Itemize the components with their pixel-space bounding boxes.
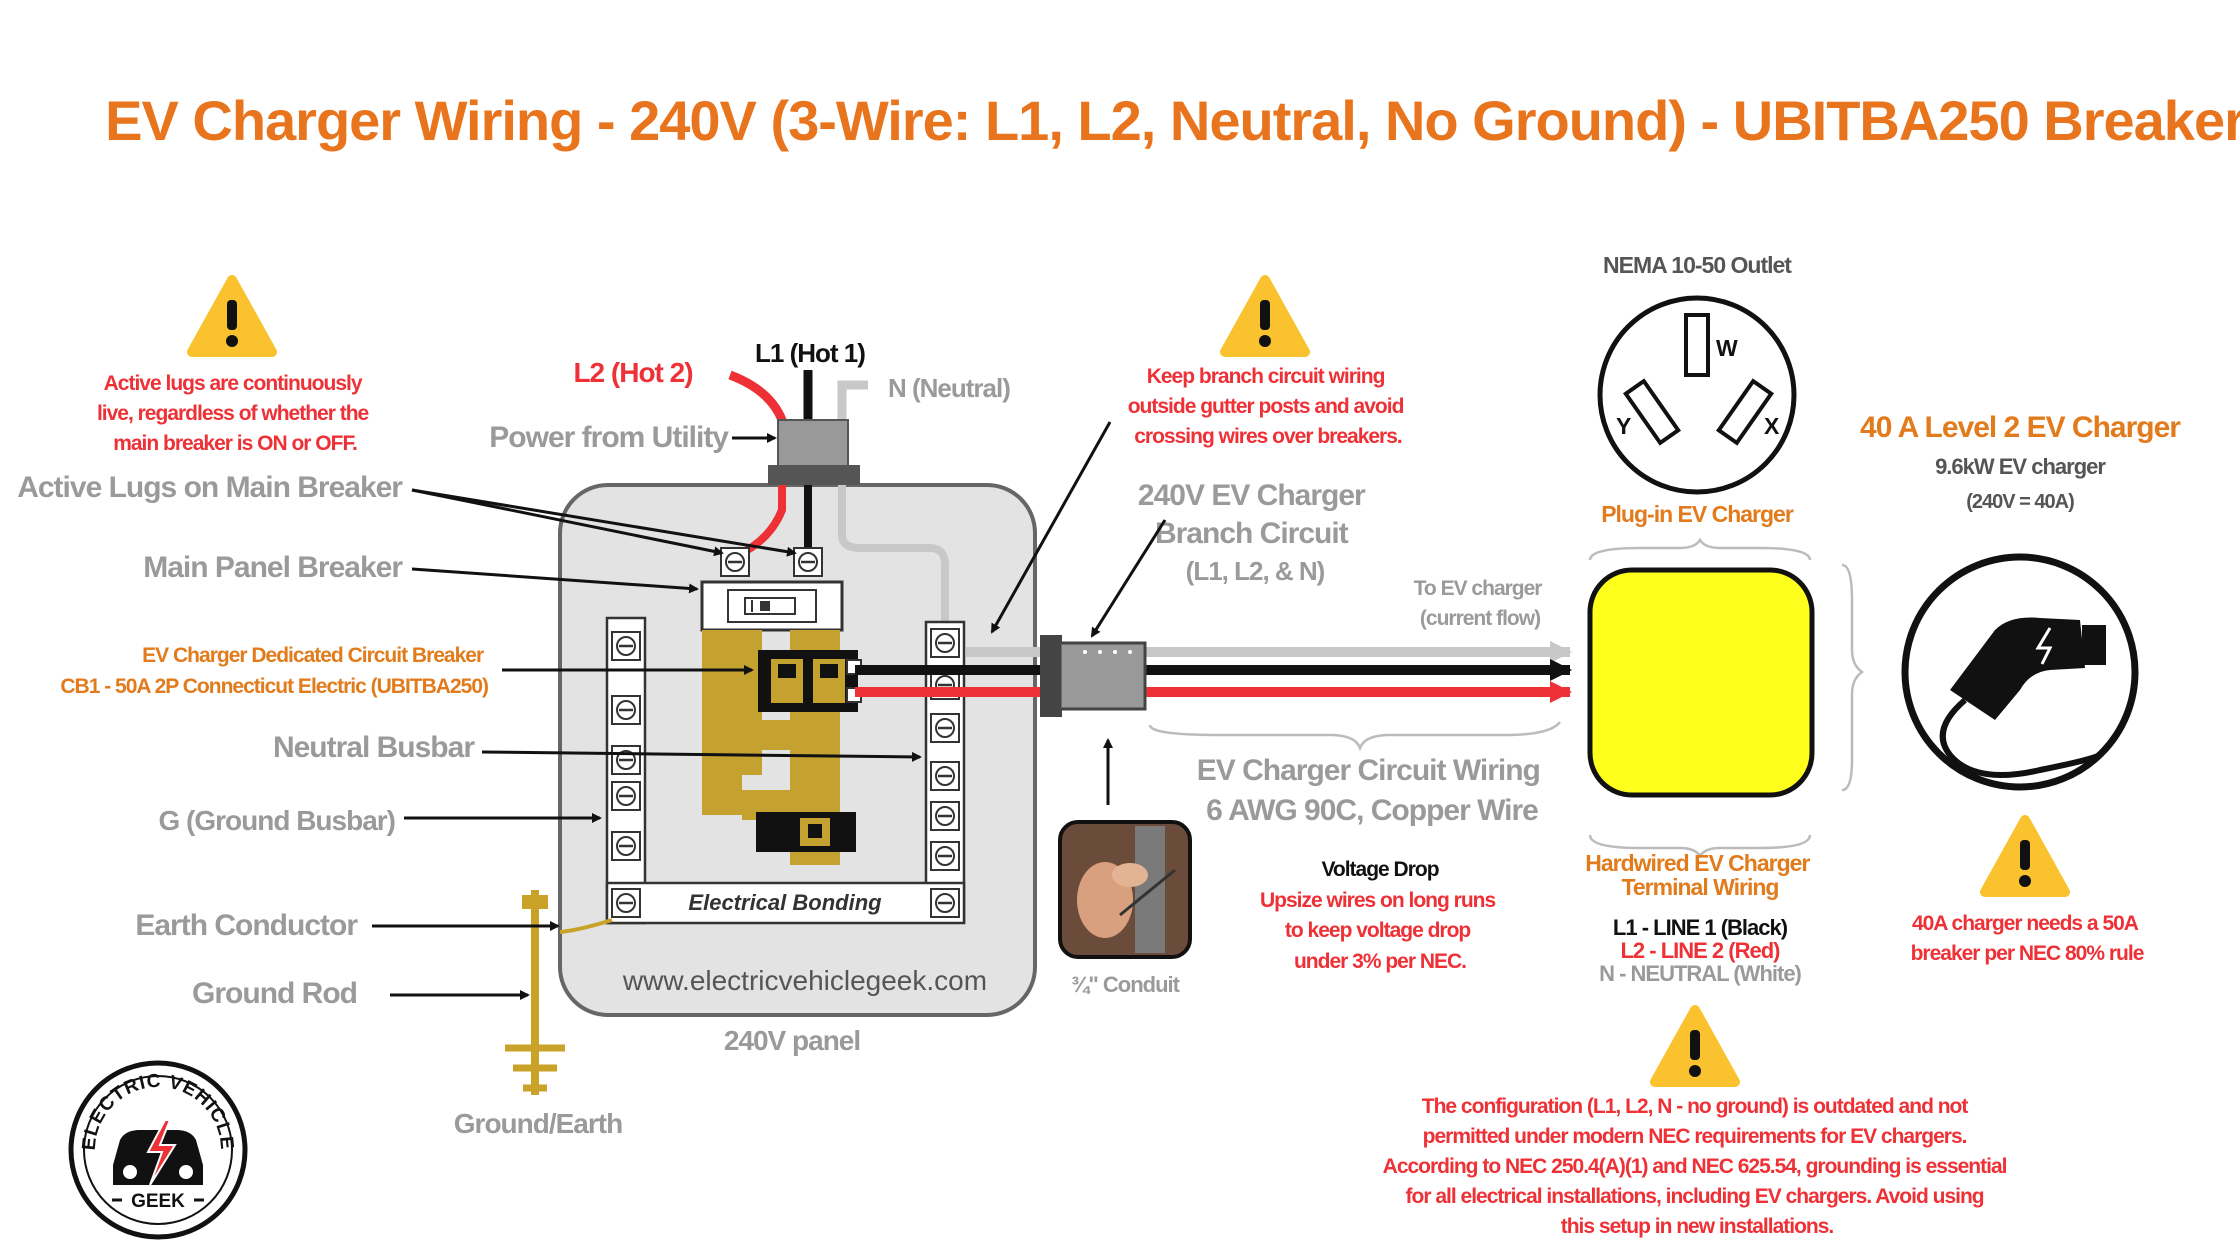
plug-in-caption: Plug-in EV Charger (1601, 501, 1794, 527)
current-flow-label: To EV charger (current flow) (1414, 577, 1547, 630)
outlet-title: NEMA 10-50 Outlet (1603, 252, 1792, 278)
l2-service-wire (728, 370, 787, 465)
earth-conductor-label: Earth Conductor (135, 909, 358, 942)
l1-label: L1 (Hot 1) (755, 338, 865, 368)
page-title: EV Charger Wiring - 240V (3-Wire: L1, L2… (105, 89, 2240, 152)
ground-rod-label: Ground Rod (192, 977, 357, 1010)
car-lightning-icon (113, 1119, 203, 1186)
bonding-bar (605, 881, 966, 925)
nema-outlet-icon (1597, 295, 1797, 495)
outlet-x: X (1764, 413, 1780, 439)
charger-title: 40 A Level 2 EV Charger (1860, 411, 2181, 444)
charger-rating: (240V = 40A) (1966, 491, 2074, 513)
busbar-left (702, 630, 762, 775)
terminal-l1: L1 - LINE 1 (Black) (1613, 915, 1788, 940)
ev-breaker-label: EV Charger Dedicated Circuit Breaker CB1… (60, 644, 488, 698)
wiring-brace (1148, 721, 1561, 752)
circuit-wiring-label: EV Charger Circuit Wiring 6 AWG 90C, Cop… (1197, 754, 1547, 827)
charger-terminal-box (1587, 567, 1815, 798)
outlet-w: W (1716, 335, 1738, 361)
warning-icon (1225, 280, 1305, 352)
warning-no-ground: The configuration (L1, L2, N - no ground… (1383, 1095, 2012, 1238)
earth-conductor (559, 918, 613, 934)
neutral-busbar-label: Neutral Busbar (273, 731, 475, 764)
conduit-label: ¾" Conduit (1071, 972, 1181, 997)
website-url: www.electricvehiclegeek.com (622, 965, 987, 996)
warning-active-lugs: Active lugs are continuously live, regar… (97, 372, 373, 455)
power-from-utility-label: Power from Utility (489, 421, 729, 454)
l2-label: L2 (Hot 2) (573, 357, 692, 388)
conduit-connector (1058, 641, 1147, 711)
voltage-drop-heading: Voltage Drop (1321, 858, 1438, 881)
conduit-locknut (1040, 635, 1062, 717)
service-entrance (777, 419, 849, 471)
neutral-inner-wire (838, 485, 949, 640)
active-lug-l1 (792, 546, 824, 578)
warning-breaker-rule: 40A charger needs a 50A breaker per NEC … (1911, 912, 2144, 965)
warning-icon (1655, 1010, 1735, 1082)
panel-label: 240V panel (724, 1025, 860, 1056)
branch-circuit-label: 240V EV Charger Branch Circuit (L1, L2, … (1138, 479, 1372, 586)
outlet-y: Y (1616, 413, 1631, 439)
terminal-title: Hardwired EV Charger Terminal Wiring (1585, 850, 1815, 900)
bonding-label: Electrical Bonding (688, 890, 882, 915)
terminal-l2: L2 - LINE 2 (Red) (1620, 938, 1780, 963)
active-lugs-label: Active Lugs on Main Breaker (17, 471, 403, 504)
neutral-label: N (Neutral) (888, 373, 1010, 403)
active-lug-l2 (719, 546, 751, 578)
terminal-n: N - NEUTRAL (White) (1599, 961, 1801, 986)
ground-earth-label: Ground/Earth (454, 1108, 622, 1139)
charger-power: 9.6kW EV charger (1935, 454, 2106, 479)
warning-icon (1985, 820, 2065, 892)
main-panel-breaker-label: Main Panel Breaker (143, 551, 403, 584)
brand-logo: ELECTRIC VEHICLE GEEK (68, 1060, 248, 1240)
logo-bottom-text: GEEK (131, 1191, 185, 1212)
warning-icon (192, 280, 272, 352)
ground-busbar-label: G (Ground Busbar) (158, 805, 395, 836)
voltage-drop-text: Upsize wires on long runs to keep voltag… (1260, 889, 1500, 973)
warning-branch-wiring: Keep branch circuit wiring outside gutte… (1128, 365, 1409, 448)
service-cap (768, 465, 860, 485)
